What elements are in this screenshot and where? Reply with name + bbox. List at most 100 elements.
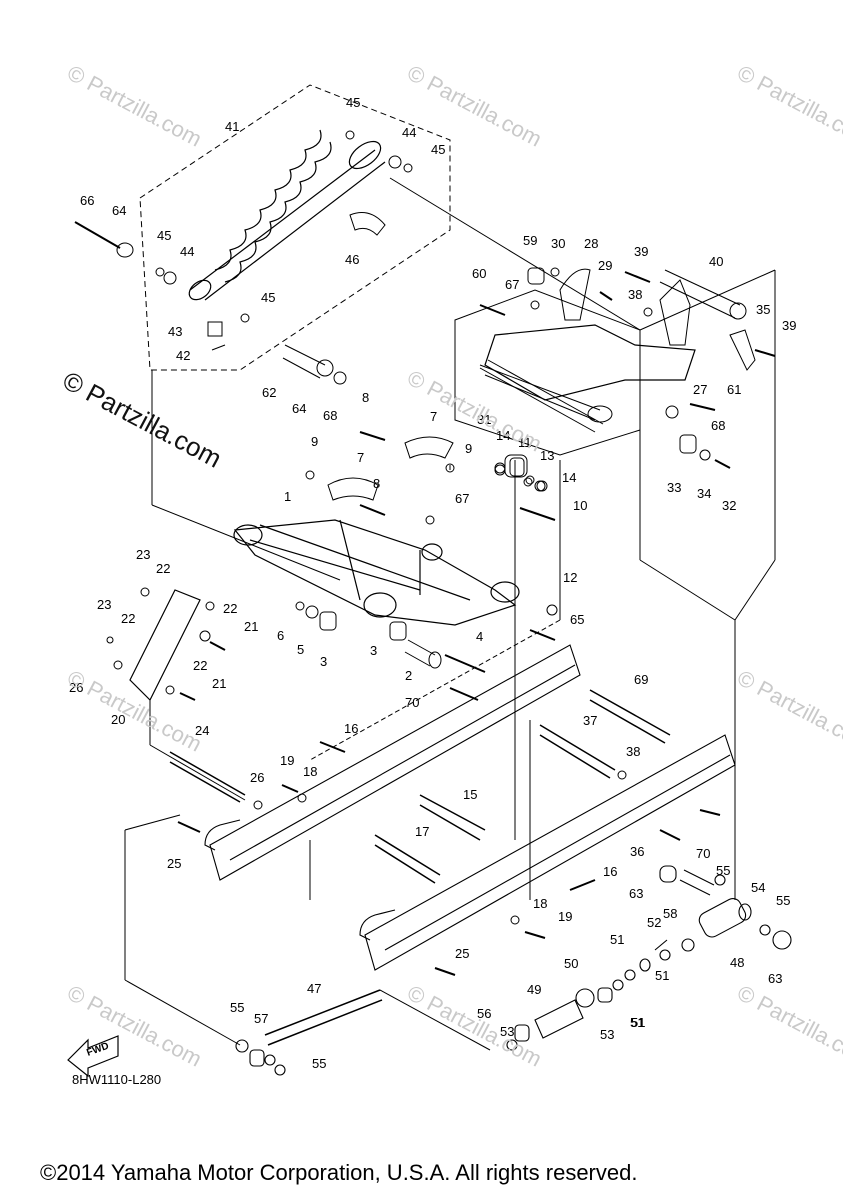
callout-67: 67 (505, 277, 519, 292)
callout-67: 67 (455, 491, 469, 506)
callout-43: 43 (168, 324, 182, 339)
callout-26: 26 (69, 680, 83, 695)
callout-51: 51 (630, 1015, 644, 1030)
callout-25: 25 (455, 946, 469, 961)
callout-14: 14 (562, 470, 576, 485)
callout-26: 26 (250, 770, 264, 785)
callout-45: 45 (261, 290, 275, 305)
callout-44: 44 (180, 244, 194, 259)
callout-55: 55 (312, 1056, 326, 1071)
callout-39: 39 (782, 318, 796, 333)
callout-45: 45 (157, 228, 171, 243)
callout-9: 9 (311, 434, 318, 449)
rear-axle-parts (235, 865, 792, 1076)
callout-42: 42 (176, 348, 190, 363)
fwd-label: FWD (85, 1041, 110, 1059)
callout-51: 51 (610, 932, 624, 947)
rear-arm (484, 324, 696, 401)
callout-55: 55 (776, 893, 790, 908)
callout-14: 14 (496, 428, 510, 443)
callout-48: 48 (730, 955, 744, 970)
callout-63: 63 (629, 886, 643, 901)
callout-10: 10 (573, 498, 587, 513)
callout-6: 6 (277, 628, 284, 643)
callout-19: 19 (558, 909, 572, 924)
callout-35: 35 (756, 302, 770, 317)
callout-7: 7 (430, 409, 437, 424)
callout-25: 25 (167, 856, 181, 871)
callout-64: 64 (292, 401, 306, 416)
callout-46: 46 (345, 252, 359, 267)
callout-52: 52 (647, 915, 661, 930)
callout-3: 3 (320, 654, 327, 669)
callout-60: 60 (472, 266, 486, 281)
callout-34: 34 (697, 486, 711, 501)
callout-47: 47 (307, 981, 321, 996)
callout-37: 37 (583, 713, 597, 728)
callout-23: 23 (97, 597, 111, 612)
callout-18: 18 (303, 764, 317, 779)
callout-5: 5 (297, 642, 304, 657)
callout-68: 68 (711, 418, 725, 433)
callout-64: 64 (112, 203, 126, 218)
callout-63: 63 (768, 971, 782, 986)
callout-53: 53 (500, 1024, 514, 1039)
callout-23: 23 (136, 547, 150, 562)
callout-65: 65 (570, 612, 584, 627)
callout-16: 16 (344, 721, 358, 736)
fwd-arrow (67, 1035, 119, 1078)
callout-21: 21 (244, 619, 258, 634)
exploded-view-drawing: 4145444566644544464543426264685930283940… (67, 84, 796, 1078)
callout-17: 17 (415, 824, 429, 839)
callout-29: 29 (598, 258, 612, 273)
callout-70: 70 (696, 846, 710, 861)
callout-31: 31 (477, 412, 491, 427)
callout-18: 18 (533, 896, 547, 911)
callout-11: 11 (518, 435, 532, 450)
callout-12: 12 (563, 570, 577, 585)
callout-20: 20 (111, 712, 125, 727)
callout-39: 39 (634, 244, 648, 259)
callout-68: 68 (323, 408, 337, 423)
callout-24: 24 (195, 723, 209, 738)
callout-49: 49 (527, 982, 541, 997)
drawing-code: 8HW1110-L280 (72, 1072, 162, 1087)
callout-45: 45 (431, 142, 445, 157)
callout-22: 22 (223, 601, 237, 616)
callout-28: 28 (584, 236, 598, 251)
callout-69: 69 (634, 672, 648, 687)
callout-40: 40 (709, 254, 723, 269)
callout-55: 55 (716, 863, 730, 878)
callout-16: 16 (603, 864, 617, 879)
callout-9: 9 (465, 441, 472, 456)
callout-19: 19 (280, 753, 294, 768)
callout-61: 61 (727, 382, 741, 397)
slide-rails (204, 644, 736, 971)
callout-36: 36 (630, 844, 644, 859)
main-frame (233, 519, 520, 626)
callout-51: 51 (655, 968, 669, 983)
callout-22: 22 (121, 611, 135, 626)
shock-group-outline (139, 84, 451, 371)
callout-56: 56 (477, 1006, 491, 1021)
front-link (129, 589, 201, 702)
copyright-notice: ©2014 Yamaha Motor Corporation, U.S.A. A… (40, 1160, 638, 1185)
callout-21: 21 (212, 676, 226, 691)
callout-55: 55 (230, 1000, 244, 1015)
callout-41: 41 (225, 119, 239, 134)
shock-absorber (188, 129, 386, 301)
callout-1: 1 (284, 489, 291, 504)
callout-70: 70 (405, 695, 419, 710)
callout-8: 8 (373, 476, 380, 491)
callout-53: 53 (600, 1027, 614, 1042)
callout-13: 13 (540, 448, 554, 463)
callout-15: 15 (463, 787, 477, 802)
callout-59: 59 (523, 233, 537, 248)
callout-57: 57 (254, 1011, 268, 1026)
callout-51: 51 (631, 1015, 645, 1030)
callout-22: 22 (156, 561, 170, 576)
callout-38: 38 (628, 287, 642, 302)
callout-22: 22 (193, 658, 207, 673)
